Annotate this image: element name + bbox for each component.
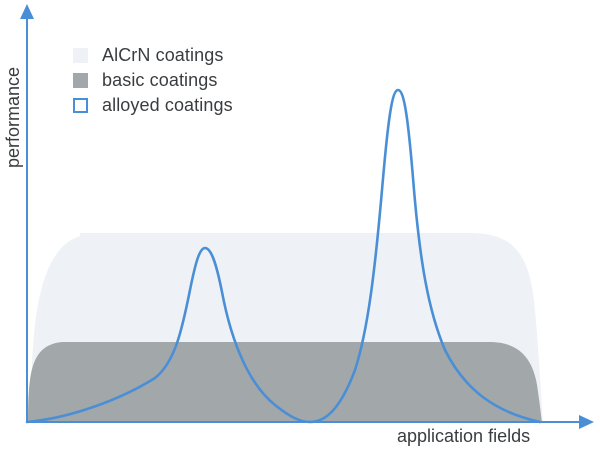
legend-item-alloyed: alloyed coatings — [73, 93, 233, 118]
basic-swatch-icon — [73, 73, 88, 88]
alcrn-swatch-icon — [73, 48, 88, 63]
y-axis-arrow-icon — [20, 4, 34, 19]
y-axis-label: performance — [3, 66, 23, 168]
legend-label: alloyed coatings — [102, 95, 233, 115]
legend-item-alcrn: AlCrN coatings — [73, 43, 233, 68]
x-axis-arrow-icon — [579, 415, 594, 429]
legend-label: basic coatings — [102, 70, 218, 90]
alloyed-curve — [25, 88, 542, 424]
basic-area — [28, 342, 542, 422]
legend-item-basic: basic coatings — [73, 68, 233, 93]
legend-label: AlCrN coatings — [102, 45, 224, 65]
alloyed-swatch-icon — [73, 98, 88, 113]
x-axis-label: application fields — [397, 426, 531, 446]
legend: AlCrN coatings basic coatings alloyed co… — [73, 43, 233, 118]
